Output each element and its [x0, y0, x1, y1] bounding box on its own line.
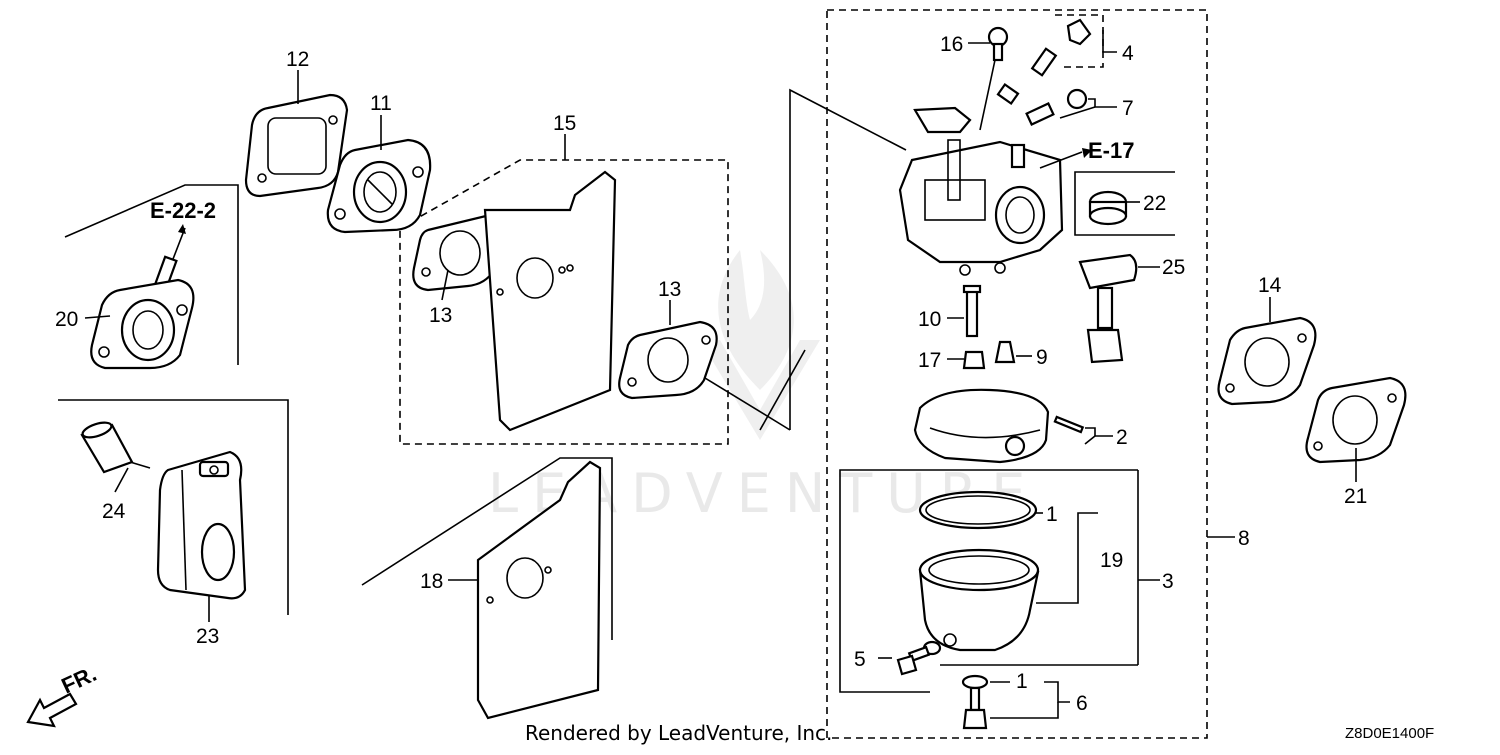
bolt-6	[961, 674, 989, 730]
front-label: FR.	[58, 661, 101, 699]
label-part-24[interactable]: 24	[102, 500, 126, 523]
label-part-16[interactable]: 16	[940, 33, 963, 56]
label-part-10[interactable]: 10	[918, 308, 941, 331]
o-ring-1	[918, 490, 1038, 530]
leader-lines	[84, 30, 1357, 719]
pin-2	[1053, 415, 1085, 434]
item20-frame	[64, 184, 239, 365]
label-part-12[interactable]: 12	[286, 48, 309, 71]
label-part-3[interactable]: 3	[1162, 570, 1174, 593]
front-arrow-icon	[26, 692, 78, 728]
leader-carb-top	[789, 88, 907, 430]
cap-22	[1074, 171, 1175, 236]
label-part-4[interactable]: 4	[1122, 42, 1134, 65]
gasket-13-left	[412, 213, 506, 292]
label-part-17[interactable]: 17	[918, 349, 941, 372]
label-part-11[interactable]: 11	[370, 92, 392, 115]
label-part-22[interactable]: 22	[1143, 192, 1166, 215]
label-part-8[interactable]: 8	[1238, 527, 1250, 550]
insulator-11	[326, 138, 432, 234]
jet-17	[962, 350, 986, 370]
leader-carb-diag	[759, 349, 806, 431]
filter-24	[80, 421, 151, 474]
valve-25	[1078, 253, 1138, 364]
gasket-12	[244, 93, 349, 198]
plate-18	[476, 460, 602, 720]
gasket-21	[1305, 376, 1407, 464]
carburetor-body	[898, 106, 1064, 276]
label-part-9[interactable]: 9	[1036, 346, 1048, 369]
gasket-14	[1217, 316, 1317, 406]
screw-set-4	[996, 18, 1092, 106]
leader-carb-bottom	[704, 377, 791, 431]
label-part-1b[interactable]: 1	[1016, 670, 1028, 693]
label-part-15[interactable]: 15	[553, 112, 576, 135]
footer-rendered-by: Rendered by LeadVenture, Inc.	[525, 721, 832, 745]
label-part-23[interactable]: 23	[196, 625, 219, 648]
label-part-20[interactable]: 20	[55, 308, 78, 331]
label-part-13b[interactable]: 13	[658, 278, 681, 301]
screw-7	[1025, 88, 1088, 126]
ref-e22-2[interactable]: E-22-2	[150, 198, 216, 223]
insulator-20	[90, 227, 195, 370]
label-part-19[interactable]: 19	[1100, 549, 1123, 572]
label-part-5[interactable]: 5	[854, 648, 866, 671]
screw-16	[979, 26, 1009, 131]
diagram-code: Z8D0E1400F	[1345, 725, 1434, 742]
bolt-5	[896, 640, 942, 676]
gasket-13-right	[618, 320, 718, 400]
gasket-set-frame	[399, 159, 729, 445]
jet-10	[962, 284, 982, 338]
ref-e17[interactable]: E-17	[1088, 138, 1134, 163]
label-part-18[interactable]: 18	[420, 570, 443, 593]
label-part-25[interactable]: 25	[1162, 256, 1185, 279]
label-part-7[interactable]: 7	[1122, 97, 1134, 120]
item18-frame	[361, 457, 613, 640]
jet-9	[994, 340, 1016, 364]
label-part-21[interactable]: 21	[1344, 485, 1367, 508]
label-part-2[interactable]: 2	[1116, 426, 1128, 449]
case-23	[156, 450, 247, 600]
label-part-13a[interactable]: 13	[429, 304, 452, 327]
float-chamber-19	[918, 548, 1040, 652]
float-chamber-frame	[839, 469, 1138, 693]
carburetor-assembly-frame	[826, 9, 1208, 739]
label-part-6[interactable]: 6	[1076, 692, 1088, 715]
label-part-1a[interactable]: 1	[1046, 503, 1058, 526]
float	[913, 388, 1050, 464]
item23-frame	[58, 399, 289, 615]
label-part-14[interactable]: 14	[1258, 274, 1282, 297]
heat-shield-15	[483, 170, 617, 432]
